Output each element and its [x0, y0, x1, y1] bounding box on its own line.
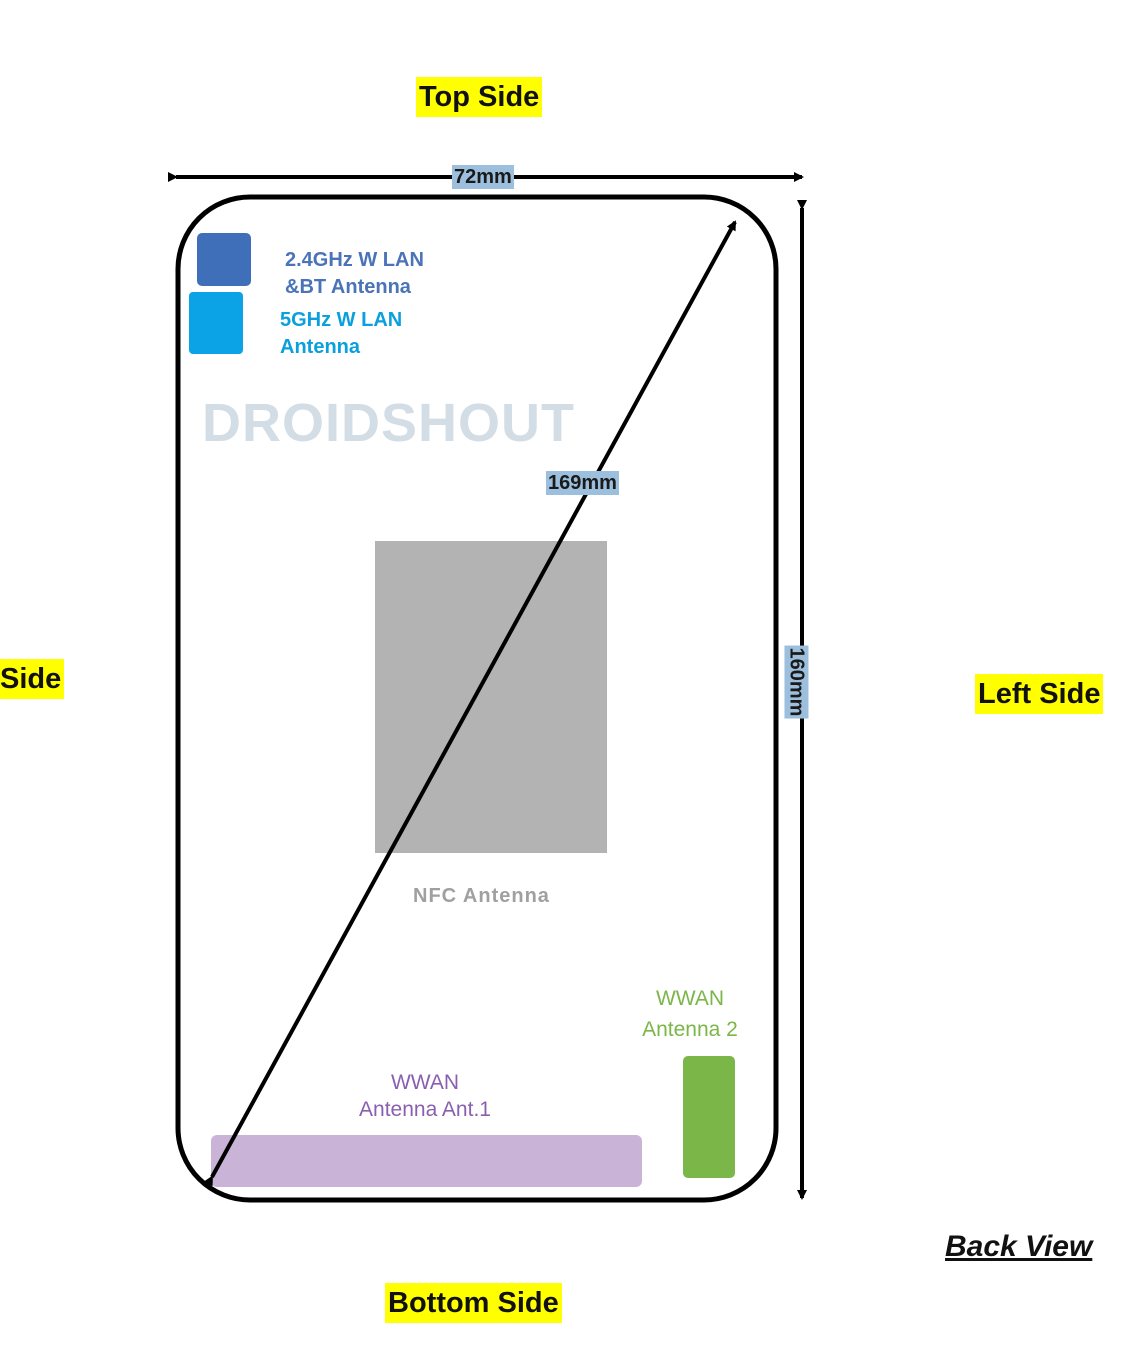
wwan2-label: WWAN Antenna 2 — [628, 983, 752, 1045]
wwan1-label-line2: Antenna Ant.1 — [359, 1098, 491, 1121]
wlan24-label-line1: 2.4GHz W LAN — [285, 249, 424, 271]
wwan2-label-line1: WWAN — [655, 987, 725, 1010]
watermark: DROIDSHOUT — [202, 393, 575, 453]
wlan5-label: 5GHz W LAN Antenna — [280, 307, 402, 361]
wlan24-label: 2.4GHz W LAN &BT Antenna — [285, 247, 424, 301]
top-side-label: Top Side — [416, 77, 543, 117]
wlan5-label-line1: 5GHz W LAN — [280, 309, 403, 331]
wwan2-label-line2: Antenna 2 — [642, 1018, 738, 1041]
diagonal-arrow — [203, 220, 737, 1187]
diagonal-dimension: 169mm — [546, 471, 619, 495]
wwan1-label: WWAN Antenna Ant.1 — [340, 1069, 510, 1123]
wlan24-label-line2: &BT Antenna — [285, 276, 411, 298]
wwan1-label-line1: WWAN — [390, 1071, 460, 1094]
back-view-label: Back View — [945, 1230, 1093, 1263]
height-dimension: 160mm — [784, 645, 809, 719]
nfc-label: NFC Antenna — [413, 885, 550, 907]
left-side-label: Left Side — [975, 674, 1104, 714]
bottom-side-label: Bottom Side — [385, 1283, 562, 1323]
side-label: Side — [0, 659, 65, 699]
width-dimension: 72mm — [452, 165, 514, 189]
wlan5-label-line2: Antenna — [280, 336, 360, 358]
device-outline — [175, 194, 779, 1203]
